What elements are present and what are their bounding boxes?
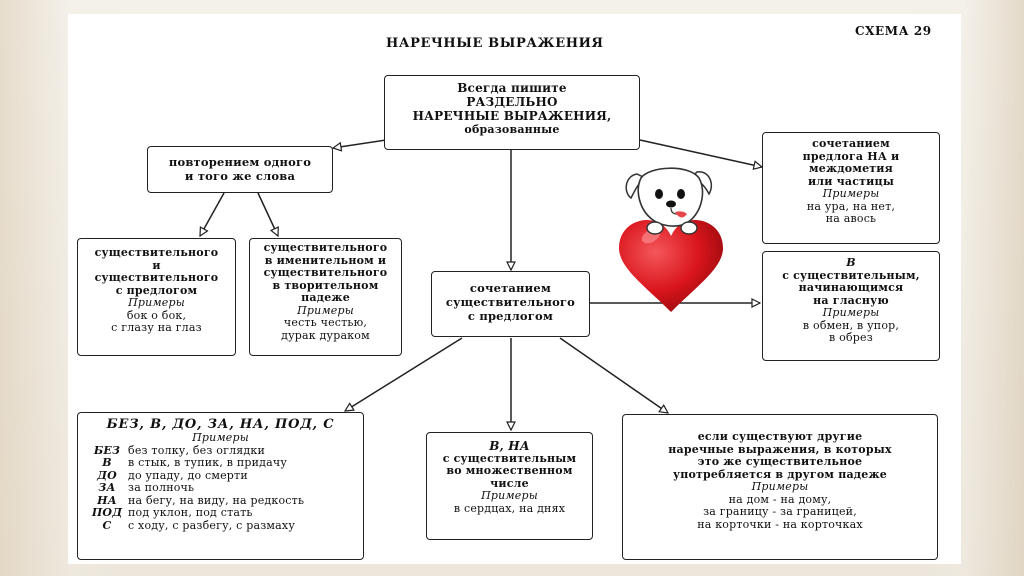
other-case-line: употребляется в другом падеже [672,467,888,481]
arrow-nounprep-othercase [559,337,668,413]
preposition-examples: до упаду, до смерти [128,468,248,482]
example-text: на дом - на дому, [728,492,832,506]
preposition-examples: без толку, без оглядки [128,443,265,457]
example-text: в обрез [829,331,873,344]
arrow-nounprep-prepositions [345,337,463,411]
root-box: Всегда пишите РАЗДЕЛЬНО НАРЕЧНЫЕ ВЫРАЖЕН… [384,75,640,150]
preposition-examples: под уклон, под стать [128,506,253,519]
vowel-head: В [846,256,856,269]
noun-prep-line: с предлогом [467,309,554,323]
plural-head: В, НА [489,439,530,453]
examples-label: Примеры [192,431,249,444]
example-text: с глазу на глаз [111,321,202,334]
preposition-key: ЗА [98,481,116,494]
example-text: за границу - за границей, [703,505,857,518]
plural-line: с существительным [442,451,577,465]
example-text: на авось [825,212,877,225]
noun-noun-line: существительного [94,271,219,284]
preposition-key: НА [97,493,117,507]
dog-heart-illustration [619,167,723,312]
other-case-box: если существуют другие наречные выражени… [622,414,938,560]
plural-line: числе [490,476,529,490]
noun-prep-line: сочетанием [469,281,552,295]
preposition-examples: на бегу, на виду, на редкость [128,493,305,507]
root-line: Всегда пишите [457,81,567,95]
nom-instr-line: в творительном [272,278,379,292]
repetition-box: повторением одного и того же слова [147,146,333,193]
preposition-examples: с ходу, с разбегу, с размаху [128,518,295,532]
arrow-root-interjection [639,139,762,167]
examples-label: Примеры [481,489,538,502]
examples-label: Примеры [822,187,880,200]
nom-instr-line: существительного [263,241,388,254]
other-case-line: если существуют другие [697,430,863,443]
root-line: РАЗДЕЛЬНО [466,95,558,109]
interjection-line: или частицы [807,174,895,188]
dog-icon [625,167,713,235]
plural-box: В, НА с существительным во множественном… [426,432,593,540]
vowel-line: начинающимся [798,281,904,294]
interjection-line: междометия [809,162,893,175]
other-case-line: наречные выражения, в которых [668,442,892,456]
nom-instr-line: существительного [263,266,388,279]
examples-label: Примеры [128,296,185,309]
noun-prep-line: существительного [445,295,576,309]
arrow-repetition-nounnoun [199,192,225,236]
prepositions-head: БЕЗ, В, ДО, ЗА, НА, ПОД, С [106,417,335,432]
repetition-line: и того же слова [184,169,296,183]
preposition-examples: за полночь [128,481,195,494]
vowel-line: с существительным, [782,268,920,282]
noun-noun-line: и [152,258,161,272]
arrow-root-repetition [333,139,387,148]
preposition-row: ДО до упаду, до смерти [86,468,355,483]
preposition-row: НА на бегу, на виду, на редкость [86,493,355,508]
schema-label: СХЕМА 29 [855,24,932,38]
preposition-key: С [102,518,112,532]
noun-prep-box: сочетанием существительного с предлогом [431,271,590,337]
preposition-row: ПОД под уклон, под стать [86,506,355,520]
example-text: дурак дураком [281,328,370,342]
nom-instr-box: существительного в именительном и сущест… [249,238,402,356]
plural-line: во множественном [446,464,573,477]
examples-label: Примеры [822,306,880,319]
root-line: НАРЕЧНЫЕ ВЫРАЖЕНИЯ, [412,109,612,123]
diagram-title: НАРЕЧНЫЕ ВЫРАЖЕНИЯ [386,36,604,51]
examples-label: Примеры [751,480,809,493]
example-text: в сердцах, на днях [453,501,566,515]
other-case-line: это же существительное [697,455,863,468]
noun-noun-line: существительного [94,246,219,259]
preposition-row: ЗА за полночь [86,481,355,495]
root-line: образованные [464,123,560,136]
heart-icon [619,220,723,312]
examples-label: Примеры [297,303,354,317]
nom-instr-line: в именительном и [264,253,387,267]
noun-noun-line: с предлогом [115,283,198,297]
example-text: в обмен, в упор, [802,318,900,332]
repetition-line: повторением одного [168,155,312,169]
interjection-line: предлога НА и [802,149,900,163]
prepositions-box: БЕЗ, В, ДО, ЗА, НА, ПОД, С Примеры БЕЗ бе… [77,412,364,560]
example-text: честь честью, [283,316,368,329]
vowel-box: В с существительным, начинающимся на гла… [762,251,940,361]
preposition-row: БЕЗ без толку, без оглядки [86,443,355,458]
example-text: на корточки - на корточках [697,517,863,531]
preposition-key: ПОД [91,506,123,519]
preposition-examples: в стык, в тупик, в придачу [128,456,288,469]
vowel-line: на гласную [813,293,889,307]
preposition-key: ДО [97,468,117,482]
example-text: бок о бок, [126,308,187,322]
preposition-key: В [102,456,112,469]
example-text: на ура, на нет, [806,199,896,213]
interjection-box: сочетанием предлога НА и междометия или … [762,132,940,244]
nom-instr-line: падеже [301,291,350,304]
interjection-line: сочетанием [812,137,890,150]
preposition-key: БЕЗ [93,443,121,457]
noun-noun-box: существительного и существительного с пр… [77,238,236,356]
arrow-repetition-nominstr [257,192,278,236]
